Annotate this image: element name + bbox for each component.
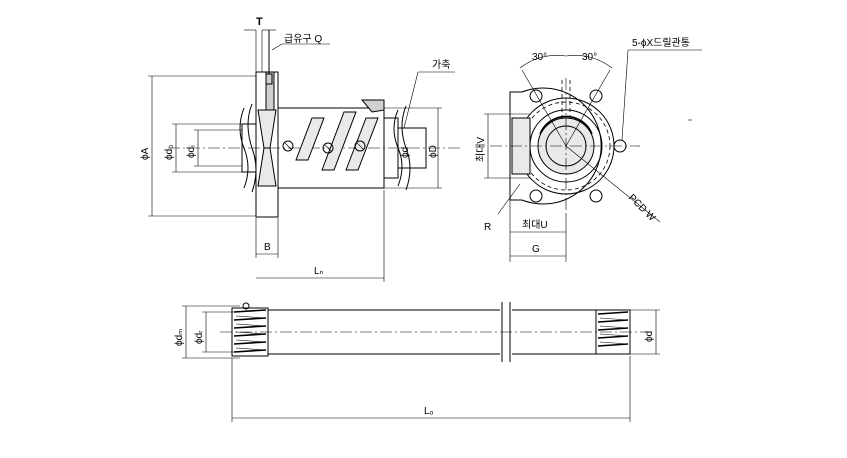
front-dimensions: T 급유구 Q 가축 ϕA ϕd₀ ϕdᵢ ϕd ϕD B	[140, 16, 455, 282]
dim-max-V: 최대V	[475, 137, 487, 162]
angle-30-left: 30°	[532, 52, 547, 63]
dim-T: T	[256, 16, 263, 28]
dim-phi-D: ϕD	[428, 145, 439, 158]
dim-pcd-W: PCD W	[626, 192, 658, 224]
label-a: 가축	[432, 59, 450, 71]
dim-phi-d0: ϕd₀	[164, 145, 175, 160]
label-oil-hole: 급유구 Q	[284, 33, 322, 45]
dim-R: R	[484, 222, 491, 233]
label-bolt-holes: 5-ϕX드릴관통	[632, 36, 690, 49]
angle-30-right: 30°	[582, 52, 597, 63]
dim-phi-A: ϕA	[140, 147, 151, 160]
dim-Ln: Lₙ	[314, 266, 324, 277]
dim-phi-di: ϕdᵢ	[186, 145, 197, 158]
dim-phi-d: ϕd	[644, 331, 655, 342]
nut-front-view	[168, 30, 460, 218]
dim-phi-dm: ϕdₘ	[174, 329, 185, 346]
dim-G: G	[532, 244, 540, 255]
dim-phi-d-small: ϕd	[400, 147, 411, 158]
screw-shaft-view	[220, 302, 650, 362]
dim-Lo: Lₒ	[424, 406, 434, 417]
flange-side-view	[490, 78, 640, 214]
side-dimensions: 30° 30° 5-ϕX드릴관통 최대V R 최대U G PCD W	[475, 36, 702, 262]
shaft-dimensions: ϕdₘ ϕdᵣ ϕd Lₒ	[174, 305, 660, 422]
dim-max-U: 최대U	[522, 219, 548, 231]
dim-phi-dr: ϕdᵣ	[194, 330, 205, 344]
dim-B: B	[264, 242, 271, 253]
